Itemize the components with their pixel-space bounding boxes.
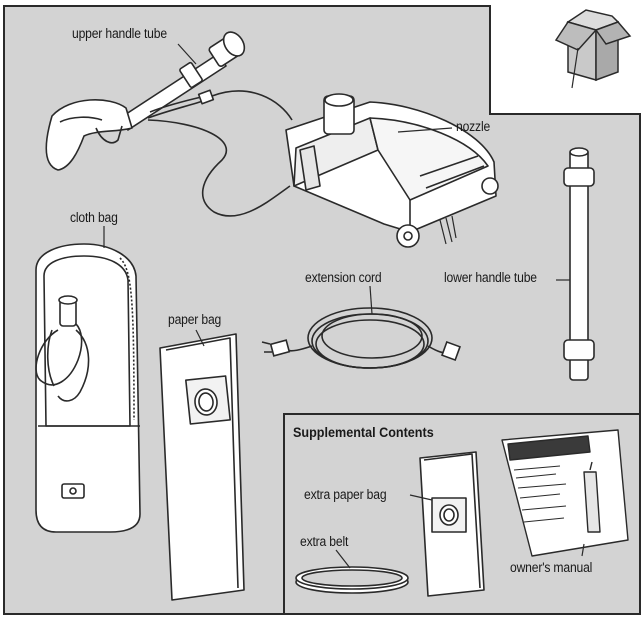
extra-belt-illustration <box>295 566 409 594</box>
leader-lines <box>103 43 585 569</box>
label-nozzle: nozzle <box>456 119 491 134</box>
cloth-bag-illustration <box>35 243 141 533</box>
lower-handle-tube-illustration <box>563 147 595 381</box>
nozzle-illustration <box>285 93 499 248</box>
supplemental-title: Supplemental Contents <box>293 424 434 440</box>
label-owners-manual: owner's manual <box>510 560 593 575</box>
package-box-icon <box>554 9 632 89</box>
label-extension-cord: extension cord <box>305 270 382 285</box>
nozzle-cord <box>147 119 291 217</box>
label-paper-bag: paper bag <box>168 312 222 327</box>
extension-cord-illustration <box>261 307 461 369</box>
label-extra-paper-bag: extra paper bag <box>304 487 387 502</box>
label-upper-handle-tube: upper handle tube <box>72 26 167 41</box>
label-cloth-bag: cloth bag <box>70 210 118 225</box>
paper-bag-illustration <box>159 333 245 601</box>
owners-manual-illustration <box>501 429 629 557</box>
label-extra-belt: extra belt <box>300 534 349 549</box>
label-lower-handle-tube: lower handle tube <box>444 270 537 285</box>
extra-paper-bag-illustration <box>419 451 485 597</box>
upper-handle-tube-illustration <box>45 31 293 171</box>
